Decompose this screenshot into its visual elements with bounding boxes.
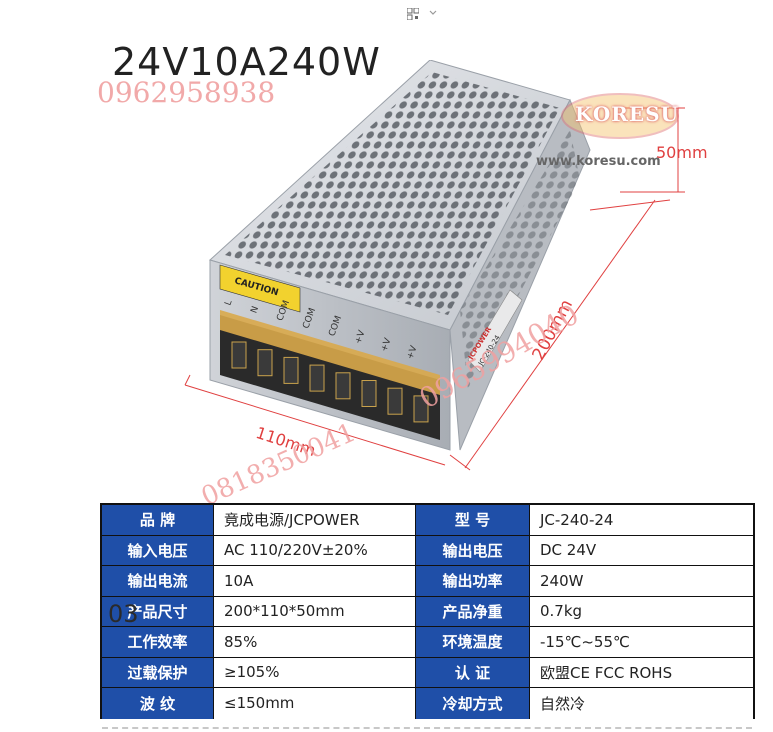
spec-label: 品 牌 bbox=[102, 505, 214, 535]
product-title: 24V10A240W bbox=[112, 40, 381, 84]
brand-logo-text: KORESU bbox=[575, 102, 680, 126]
phone-watermark-top: 0962958938 bbox=[97, 76, 276, 109]
brand-logo bbox=[561, 93, 679, 139]
terminal-screw bbox=[413, 395, 429, 423]
terminal-label: +V bbox=[379, 336, 393, 353]
terminal-label: +V bbox=[353, 328, 367, 345]
spec-label: 过载保护 bbox=[102, 657, 214, 687]
spec-label: 输出电压 bbox=[416, 535, 530, 565]
terminal-screws bbox=[231, 341, 429, 423]
terminal-label: +V bbox=[405, 344, 419, 361]
spec-label: 输入电压 bbox=[102, 535, 214, 565]
terminal-screw bbox=[257, 349, 273, 377]
spec-label: 认 证 bbox=[416, 657, 530, 687]
spec-label: 产品尺寸 bbox=[102, 596, 214, 626]
terminal-screw bbox=[309, 364, 325, 392]
table-row: 过载保护≥105%认 证欧盟CE FCC ROHS bbox=[102, 657, 753, 688]
spec-value: JC-240-24 bbox=[530, 505, 753, 535]
spec-value: 自然冷 bbox=[530, 688, 753, 719]
spec-label: 工作效率 bbox=[102, 627, 214, 657]
spec-value: ≥105% bbox=[214, 657, 416, 687]
spec-label: 冷却方式 bbox=[416, 688, 530, 719]
spec-value: 0.7kg bbox=[530, 596, 753, 626]
terminal-screw bbox=[283, 356, 299, 384]
dimension-height: 50mm bbox=[656, 143, 708, 162]
spec-value: 85% bbox=[214, 627, 416, 657]
spec-value: 欧盟CE FCC ROHS bbox=[530, 657, 753, 687]
terminal-screw bbox=[335, 372, 351, 400]
terminal-label: L bbox=[223, 299, 234, 307]
terminal-label: N bbox=[249, 305, 261, 315]
terminal-screw bbox=[361, 380, 377, 407]
spec-label: 型 号 bbox=[416, 505, 530, 535]
spec-label: 产品净重 bbox=[416, 596, 530, 626]
terminal-screw bbox=[231, 341, 247, 369]
spec-value: ≤150mm bbox=[214, 688, 416, 719]
spec-label: 波 纹 bbox=[102, 688, 214, 719]
spec-label: 输出电流 bbox=[102, 566, 214, 596]
spec-value: DC 24V bbox=[530, 535, 753, 565]
spec-value: 200*110*50mm bbox=[214, 596, 416, 626]
spec-value: -15℃~55℃ bbox=[530, 627, 753, 657]
spec-label: 输出功率 bbox=[416, 566, 530, 596]
terminal-screw bbox=[387, 387, 403, 415]
caution-label: CAUTION bbox=[219, 264, 301, 313]
spec-value: 240W bbox=[530, 566, 753, 596]
spec-value: AC 110/220V±20% bbox=[214, 535, 416, 565]
website-watermark: www.koresu.com bbox=[536, 154, 661, 169]
spec-value: 10A bbox=[214, 566, 416, 596]
dimension-lines bbox=[184, 107, 685, 471]
spec-value: 竟成电源/JCPOWER bbox=[214, 505, 416, 535]
dashed-divider bbox=[102, 727, 752, 729]
corner-tag: 03 bbox=[108, 600, 139, 628]
spec-label: 环境温度 bbox=[416, 627, 530, 657]
chevron-down-icon[interactable] bbox=[428, 8, 438, 18]
qr-code-icon[interactable] bbox=[407, 8, 419, 20]
